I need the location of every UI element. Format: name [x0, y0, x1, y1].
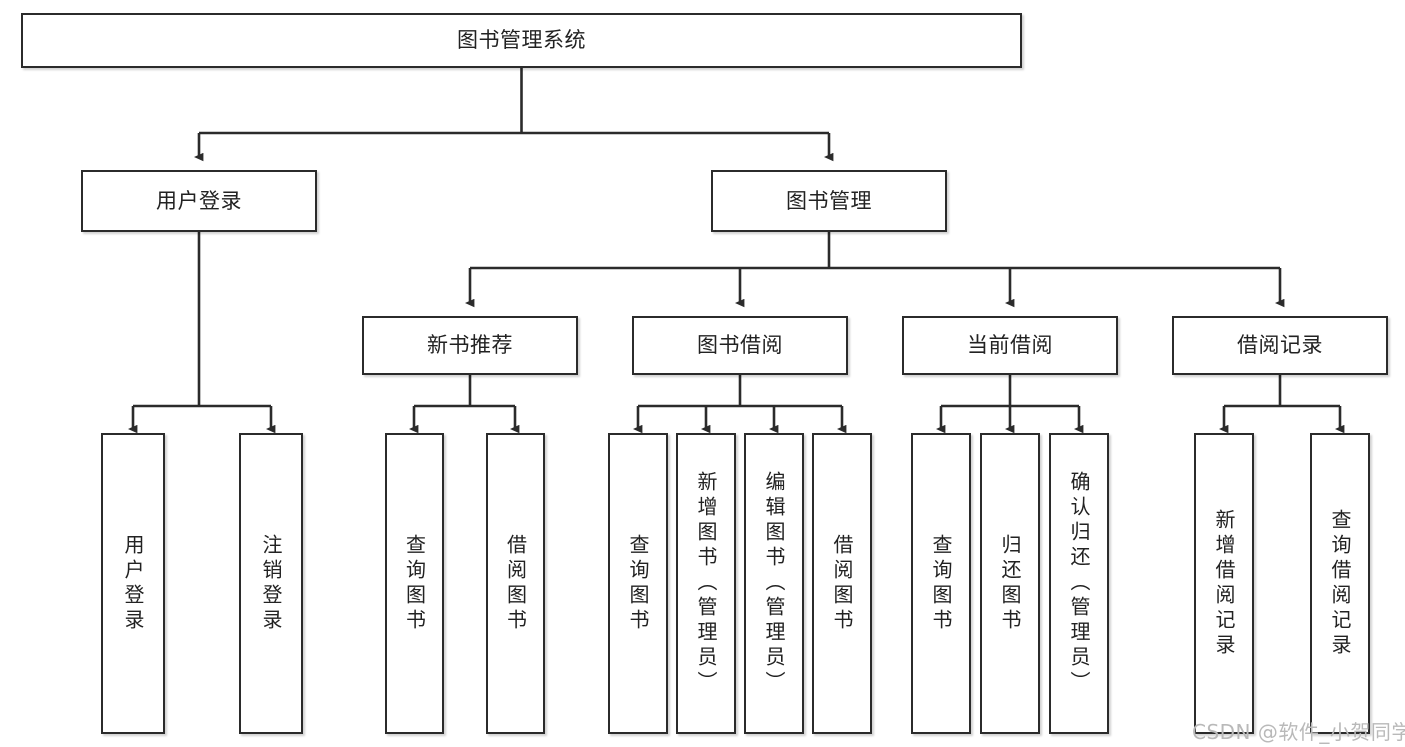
node-root-label: 图书管理系统: [457, 28, 586, 53]
node-book-borrow-label: 图书借阅: [697, 333, 783, 358]
node-new-book-recommend-label: 新书推荐: [427, 333, 513, 358]
node-leaf-record-query[interactable]: 查询借阅记录: [1310, 433, 1370, 734]
node-borrow-record[interactable]: 借阅记录: [1172, 316, 1388, 375]
node-leaf-current-return-book[interactable]: 归还图书: [980, 433, 1040, 734]
node-book-borrow[interactable]: 图书借阅: [632, 316, 848, 375]
node-borrow-record-label: 借阅记录: [1237, 333, 1323, 358]
node-leaf-current-query-book[interactable]: 查询图书: [911, 433, 971, 734]
node-leaf-recommend-borrow-book[interactable]: 借阅图书: [486, 433, 545, 734]
node-leaf-recommend-borrow-book-label: 借阅图书: [503, 533, 528, 634]
csdn-watermark: CSDN @软件_小贺同学: [1192, 720, 1405, 744]
node-leaf-current-confirm-return[interactable]: 确认归还（管理员）: [1049, 433, 1109, 734]
node-user-login-label: 用户登录: [156, 188, 242, 213]
node-leaf-borrow-borrow-book[interactable]: 借阅图书: [812, 433, 872, 734]
node-leaf-record-query-label: 查询借阅记录: [1328, 508, 1352, 659]
node-leaf-borrow-add-book[interactable]: 新增图书（管理员）: [676, 433, 736, 734]
node-leaf-recommend-query-book[interactable]: 查询图书: [385, 433, 444, 734]
node-leaf-user-logout-label: 注销登录: [259, 533, 283, 634]
node-leaf-borrow-query-book-label: 查询图书: [626, 533, 650, 634]
node-leaf-record-add-label: 新增借阅记录: [1212, 508, 1236, 659]
node-leaf-current-return-book-label: 归还图书: [998, 533, 1022, 634]
node-leaf-record-add[interactable]: 新增借阅记录: [1194, 433, 1254, 734]
node-leaf-current-confirm-return-label: 确认归还（管理员）: [1067, 471, 1091, 696]
node-leaf-borrow-edit-book-label: 编辑图书（管理员）: [762, 471, 786, 696]
node-leaf-current-query-book-label: 查询图书: [929, 533, 953, 634]
node-leaf-user-login-label: 用户登录: [121, 533, 145, 634]
node-leaf-user-logout[interactable]: 注销登录: [239, 433, 303, 734]
node-leaf-borrow-borrow-book-label: 借阅图书: [830, 533, 854, 634]
node-leaf-borrow-edit-book[interactable]: 编辑图书（管理员）: [744, 433, 804, 734]
node-leaf-user-login[interactable]: 用户登录: [101, 433, 165, 734]
node-current-borrow[interactable]: 当前借阅: [902, 316, 1118, 375]
node-current-borrow-label: 当前借阅: [967, 333, 1053, 358]
node-root[interactable]: 图书管理系统: [21, 13, 1022, 68]
node-book-management-label: 图书管理: [786, 188, 872, 213]
node-book-management[interactable]: 图书管理: [711, 170, 947, 232]
node-user-login[interactable]: 用户登录: [81, 170, 317, 232]
node-leaf-borrow-add-book-label: 新增图书（管理员）: [694, 471, 718, 696]
node-leaf-recommend-query-book-label: 查询图书: [402, 533, 427, 634]
node-leaf-borrow-query-book[interactable]: 查询图书: [608, 433, 668, 734]
node-new-book-recommend[interactable]: 新书推荐: [362, 316, 578, 375]
